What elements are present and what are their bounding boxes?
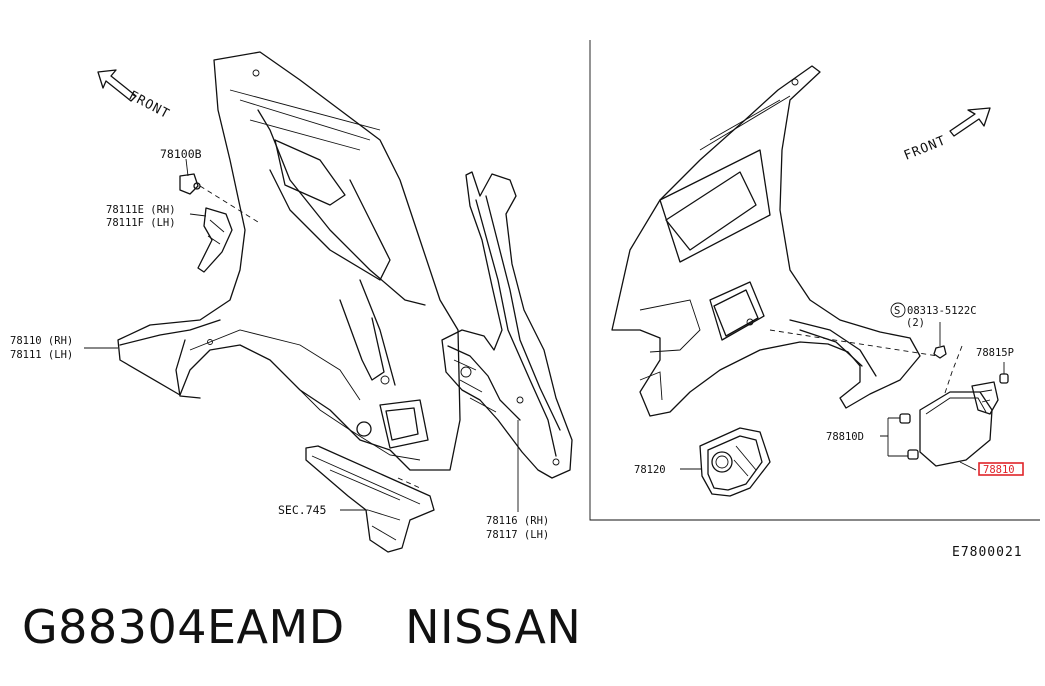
callout-78810d: 78810D [826,431,864,443]
callout-78111f: 78111F (LH) [106,217,176,229]
front-arrow-left-icon [97,69,137,102]
callout-bolt: 08313-5122C [907,305,977,317]
front-label-left: FRONT [126,88,172,122]
bracket-78111e-drawing [197,207,233,273]
panel-divider [589,40,1040,521]
leader-78100b [185,158,189,177]
leader-dash-lid [943,345,963,397]
diagram-code: E7800021 [952,545,1023,560]
bolt-08313-drawing [933,330,947,359]
grommet-78810d-drawing [899,413,919,460]
bolt-symbol: S [894,305,900,317]
leader-78810 [959,461,977,471]
callout-78110: 78110 (RH) [10,335,73,347]
front-arrow-right-icon [949,107,991,137]
callout-78117: 78117 (LH) [486,529,549,541]
callout-78120: 78120 [634,464,666,476]
callout-78810: 78810 [983,464,1015,476]
callout-78111: 78111 (LH) [10,349,73,361]
fuel-lid-78810-drawing [919,381,999,467]
brand-name: NISSAN [405,600,582,654]
leader-dash-right-panel [769,329,939,357]
callout-78111e: 78111E (RH) [106,204,176,216]
leader-dash-78100b [199,185,259,223]
front-label-right: FRONT [902,133,949,163]
leader-bracket-78810d [880,417,908,457]
floor-sec745-drawing [305,445,435,553]
wheelhouse-inner-left-drawing [441,171,573,479]
callout-78116: 78116 (RH) [486,515,549,527]
callout-bolt-qty: (2) [906,317,925,329]
callout-78100b: 78100B [160,147,202,161]
fuel-housing-78120-drawing [699,427,771,497]
caption: G88304EAMD NISSAN [22,600,581,654]
callout-sec745: SEC.745 [278,503,326,517]
callout-78815p: 78815P [976,347,1014,359]
highlight-box-78810 [978,462,1024,476]
grommet-78815p-drawing [999,373,1009,384]
leader-78111e [189,213,207,217]
quarter-panel-right-drawing [611,65,921,417]
quarter-panel-left-drawing [117,51,461,471]
bolt-symbol-circle-icon [890,302,906,318]
part-number: G88304EAMD [22,600,345,654]
clip-78100b-drawing [179,173,201,195]
